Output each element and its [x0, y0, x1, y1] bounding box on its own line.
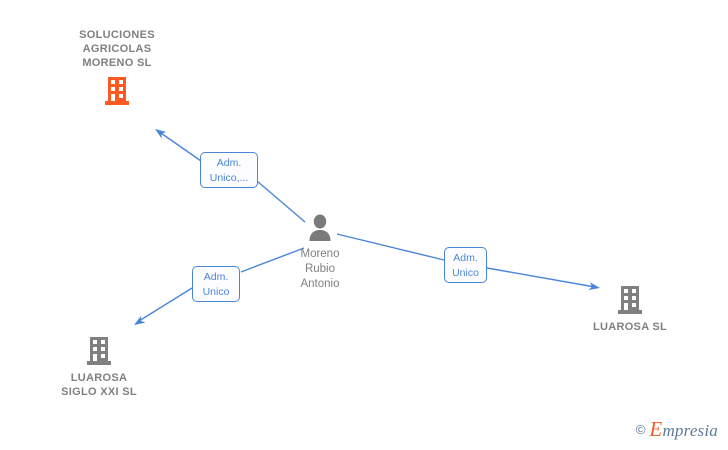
- node-label-luarosa-sl: LUAROSA SL: [592, 321, 668, 333]
- edge-line: [157, 130, 306, 223]
- brand-wordmark: Empresia: [649, 417, 718, 442]
- edge-arrowhead: [155, 129, 167, 139]
- edge-label-adm-unico-soluciones[interactable]: Adm. Unico,...: [200, 152, 258, 188]
- node-label-soluciones-agricolas-moreno-sl: SOLUCIONES AGRICOLAS MORENO SL: [79, 29, 155, 69]
- copyright-icon: ©: [635, 422, 646, 437]
- node-label-moreno-rubio-antonio: Moreno Rubio Antonio: [300, 248, 340, 290]
- building-icon[interactable]: [104, 76, 130, 106]
- node-moreno-rubio-antonio[interactable]: Moreno Rubio Antonio: [240, 214, 400, 292]
- node-soluciones-agricolas-moreno-sl[interactable]: SOLUCIONES AGRICOLAS MORENO SL: [37, 28, 197, 106]
- brand-initial: E: [649, 417, 663, 441]
- edge-line: [336, 233, 596, 288]
- edge-arrowhead: [588, 282, 600, 291]
- edge-label-adm-unico-luarosa[interactable]: Adm. Unico: [444, 247, 487, 283]
- building-icon[interactable]: [86, 336, 112, 366]
- brand-rest: mpresia: [662, 421, 718, 440]
- building-icon[interactable]: [617, 285, 643, 315]
- node-label-luarosa-siglo-xxi-sl: LUAROSA SIGLO XXI SL: [61, 372, 137, 398]
- empresia-watermark: © Empresia: [636, 417, 718, 442]
- edge-line: [138, 247, 305, 322]
- person-icon[interactable]: [306, 214, 334, 242]
- node-luarosa-siglo-xxi-sl[interactable]: LUAROSA SIGLO XXI SL: [19, 336, 179, 399]
- edge-label-adm-unico-luarosa-siglo[interactable]: Adm. Unico: [192, 266, 240, 302]
- node-luarosa-sl[interactable]: LUAROSA SL: [550, 285, 710, 334]
- edge-arrowhead: [134, 315, 146, 325]
